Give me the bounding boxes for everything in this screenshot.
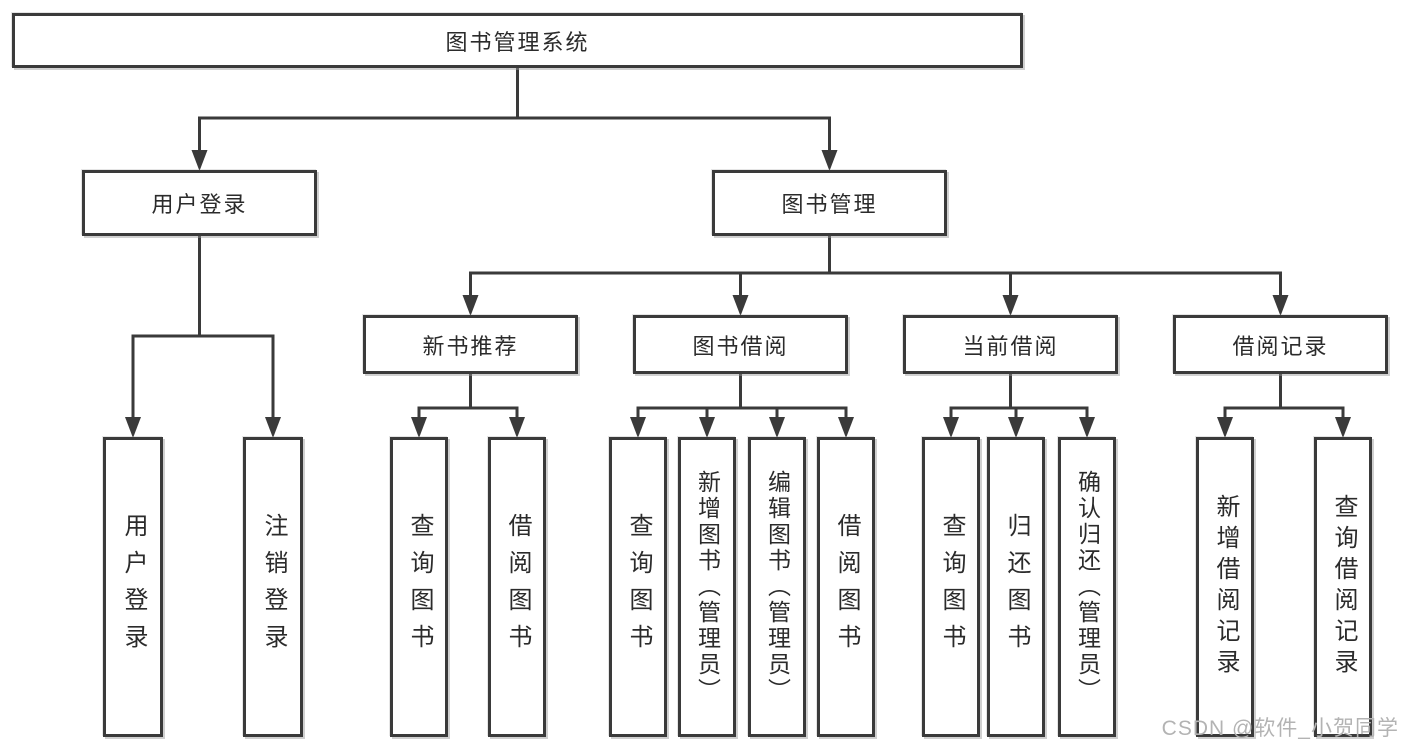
connector-book-mgmt xyxy=(469,234,1282,302)
arrowhead-icon xyxy=(125,417,141,438)
arrowhead-icon xyxy=(1335,417,1351,438)
arrowhead-icon xyxy=(943,417,959,438)
arrowhead-icon xyxy=(509,417,525,438)
node-v-user-login: 用户登录 xyxy=(103,437,163,737)
arrowhead-icon xyxy=(462,295,479,316)
node-label-v-return-book: 归还图书 xyxy=(1003,513,1030,661)
connector-root xyxy=(198,66,831,157)
arrowhead-icon xyxy=(265,417,281,438)
arrowhead-icon xyxy=(732,295,749,316)
node-label-v-query-book-1: 查询图书 xyxy=(406,513,433,661)
node-label-book-borrow: 图书借阅 xyxy=(692,333,789,359)
node-user-login: 用户登录 xyxy=(82,170,317,236)
arrowhead-icon xyxy=(411,417,427,438)
node-label-user-login: 用户登录 xyxy=(151,192,248,217)
node-label-book-mgmt: 图书管理 xyxy=(781,192,878,217)
arrowhead-icon xyxy=(630,417,646,438)
node-v-edit-book: 编辑图书（管理员） xyxy=(748,437,806,737)
node-new-book-rec: 新书推荐 xyxy=(363,315,578,374)
node-v-return-book: 归还图书 xyxy=(987,437,1045,737)
node-v-borrow-book-2: 借阅图书 xyxy=(817,437,875,737)
connector-current-borrow xyxy=(949,372,1089,424)
node-label-v-borrow-book-2: 借阅图书 xyxy=(833,513,860,661)
node-v-borrow-book-1: 借阅图书 xyxy=(488,437,546,737)
node-root: 图书管理系统 xyxy=(12,13,1023,68)
node-label-v-logout: 注销登录 xyxy=(260,513,287,661)
node-label-v-add-record: 新增借阅记录 xyxy=(1212,494,1239,680)
arrowhead-icon xyxy=(838,417,854,438)
node-v-confirm-return: 确认归还（管理员） xyxy=(1058,437,1116,737)
arrowhead-icon xyxy=(191,150,208,171)
node-book-mgmt: 图书管理 xyxy=(712,170,947,236)
connector-borrow-record xyxy=(1223,372,1345,424)
node-label-root: 图书管理系统 xyxy=(445,29,590,55)
node-book-borrow: 图书借阅 xyxy=(633,315,848,374)
arrowhead-icon xyxy=(821,150,838,171)
arrowhead-icon xyxy=(1002,295,1019,316)
node-v-query-book-1: 查询图书 xyxy=(390,437,448,737)
connector-book-borrow xyxy=(636,372,848,424)
node-v-query-book-2: 查询图书 xyxy=(609,437,667,737)
node-v-add-record: 新增借阅记录 xyxy=(1196,437,1254,737)
node-label-v-borrow-book-1: 借阅图书 xyxy=(504,513,531,661)
watermark-text: CSDN @软件_小贺同学 xyxy=(1161,717,1399,740)
node-v-add-book: 新增图书（管理员） xyxy=(678,437,736,737)
node-v-query-record: 查询借阅记录 xyxy=(1314,437,1372,737)
node-label-borrow-record: 借阅记录 xyxy=(1232,333,1329,359)
node-v-logout: 注销登录 xyxy=(243,437,303,737)
node-v-query-book-3: 查询图书 xyxy=(922,437,980,737)
arrowhead-icon xyxy=(769,417,785,438)
arrowhead-icon xyxy=(1008,417,1024,438)
node-label-new-book-rec: 新书推荐 xyxy=(422,333,519,359)
node-current-borrow: 当前借阅 xyxy=(903,315,1118,374)
node-borrow-record: 借阅记录 xyxy=(1173,315,1388,374)
node-label-v-user-login: 用户登录 xyxy=(120,513,147,661)
arrowhead-icon xyxy=(1217,417,1233,438)
node-label-current-borrow: 当前借阅 xyxy=(962,333,1059,359)
node-label-v-confirm-return: 确认归还（管理员） xyxy=(1074,470,1101,704)
arrowhead-icon xyxy=(1079,417,1095,438)
connector-user-login xyxy=(131,234,275,424)
node-label-v-query-record: 查询借阅记录 xyxy=(1330,494,1357,680)
node-label-v-query-book-2: 查询图书 xyxy=(625,513,652,661)
node-label-v-query-book-3: 查询图书 xyxy=(938,513,965,661)
node-label-v-add-book: 新增图书（管理员） xyxy=(694,470,721,704)
arrowhead-icon xyxy=(1272,295,1289,316)
connector-new-book-rec xyxy=(417,372,519,424)
node-label-v-edit-book: 编辑图书（管理员） xyxy=(764,470,791,704)
arrowhead-icon xyxy=(699,417,715,438)
